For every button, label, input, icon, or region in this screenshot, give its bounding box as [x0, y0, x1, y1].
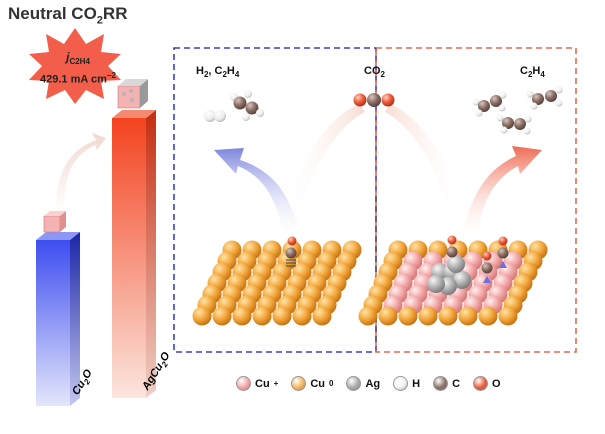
legend-item: Cu + [236, 376, 278, 391]
page-title: Neutral CO2RR [8, 4, 127, 26]
atom [273, 307, 292, 326]
atom [193, 307, 212, 326]
current-density-label: jC2H4 429.1 mA cm−2 [28, 50, 128, 87]
atom [313, 307, 332, 326]
left-product-arrow [214, 148, 300, 236]
atom [253, 307, 272, 326]
legend-label: O [492, 378, 501, 390]
j-exponent: −2 [107, 71, 116, 80]
atom [439, 307, 458, 326]
legend-label: Cu [310, 378, 325, 390]
growth-arrow [56, 133, 106, 212]
legend-sup: 0 [329, 379, 333, 388]
atom [499, 307, 518, 326]
j-subscript: C2H4 [69, 57, 89, 66]
right-product-arrow [462, 146, 542, 236]
left-products-label: H2, C2H4 [196, 65, 239, 79]
co2-molecule [354, 93, 395, 107]
atom-legend: Cu + Cu 0 Ag H C O [236, 376, 501, 391]
legend-swatch [433, 376, 448, 391]
legend-item: Ag [346, 376, 380, 391]
c2h4-molecule-right-2 [527, 87, 563, 110]
legend-swatch [346, 376, 361, 391]
legend-item: H [393, 376, 420, 391]
ag-atom [447, 255, 465, 273]
atom [213, 307, 232, 326]
co2-flow-left [284, 104, 365, 228]
c2h4-molecule-left [230, 90, 264, 121]
atom [459, 307, 478, 326]
atom [379, 307, 398, 326]
co2-flow-right [385, 104, 464, 228]
c2h4-molecule-right-1 [473, 92, 507, 117]
cu2o-nanocube [44, 211, 66, 232]
legend-label: C [452, 378, 460, 390]
atom [233, 307, 252, 326]
legend-label: H [412, 378, 420, 390]
legend-swatch [291, 376, 306, 391]
agcu2o-bar [112, 110, 156, 398]
legend-item: O [473, 376, 501, 391]
ag-atom [427, 275, 445, 293]
left-cu-slab [193, 241, 362, 326]
h2-molecule [204, 110, 226, 122]
atom [399, 307, 418, 326]
cu2o-bar [36, 232, 80, 406]
legend-swatch [236, 376, 251, 391]
co2-label: CO2 [364, 65, 385, 79]
legend-swatch [473, 376, 488, 391]
atom [359, 307, 378, 326]
legend-swatch [393, 376, 408, 391]
legend-item: Cu 0 [291, 376, 333, 391]
atom [293, 307, 312, 326]
legend-label: Ag [365, 378, 380, 390]
c2h4-molecule-right-3 [497, 115, 532, 135]
legend-label: Cu [255, 378, 270, 390]
j-value: 429.1 mA cm [40, 74, 107, 86]
atom [419, 307, 438, 326]
legend-sup: + [274, 379, 279, 388]
legend-item: C [433, 376, 460, 391]
right-products-label: C2H4 [520, 65, 545, 79]
atom [479, 307, 498, 326]
